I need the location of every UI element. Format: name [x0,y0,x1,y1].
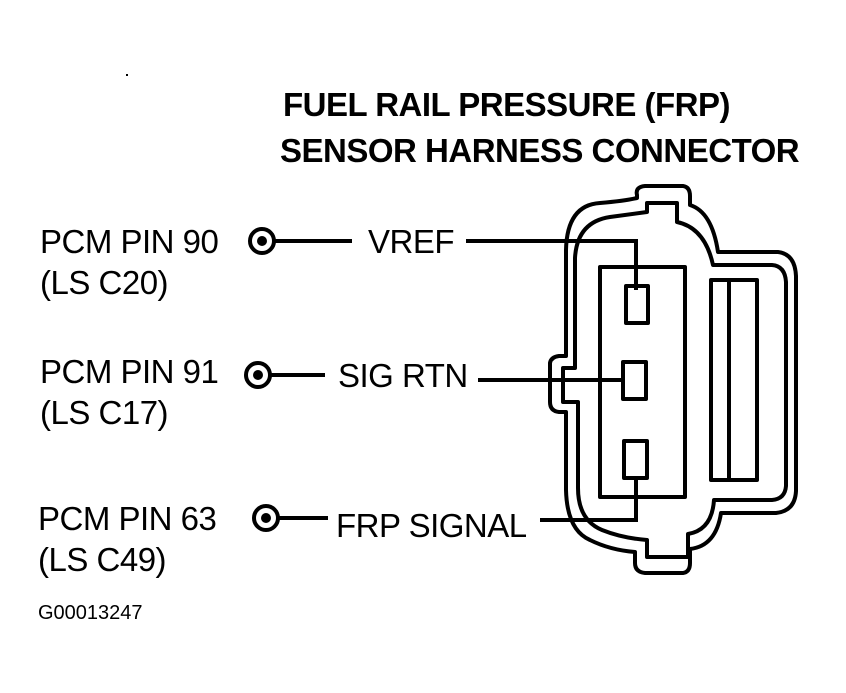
harness-connector [548,184,798,575]
wire-vref [466,239,638,290]
pin-row-frp-signal: PCM PIN 63 (LS C49) FRP SIGNAL [38,478,638,578]
terminal-sig-rtn [621,360,648,401]
terminal-housing [598,265,687,499]
pcm-pin-label: PCM PIN 90 [40,223,219,260]
signal-label: SIG RTN [338,357,468,394]
ls-connector-label: (LS C20) [40,264,168,301]
terminal-vref [624,284,650,325]
terminal-circle-icon [244,361,272,389]
signal-label: VREF [368,223,454,260]
connector-outer-shell [548,184,798,575]
terminal-circle-icon [248,227,276,255]
title-line-1: FUEL RAIL PRESSURE (FRP) [283,86,730,123]
ls-connector-label: (LS C17) [40,394,168,431]
pcm-pin-label: PCM PIN 63 [38,500,216,537]
figure-code: G00013247 [38,602,143,624]
signal-label: FRP SIGNAL [336,507,527,544]
terminal-circle-icon [252,504,280,532]
pcm-pin-label: PCM PIN 91 [40,353,218,390]
title-line-2: SENSOR HARNESS CONNECTOR [280,132,800,169]
connector-latch [709,278,759,482]
ls-connector-label: (LS C49) [38,541,166,578]
pin-row-vref: PCM PIN 90 (LS C20) VREF [40,223,638,301]
speck [126,74,128,76]
connector-inner-shell [561,201,788,559]
pin-row-sig-rtn: PCM PIN 91 (LS C17) SIG RTN [40,353,624,431]
terminal-frp-signal [622,439,649,480]
